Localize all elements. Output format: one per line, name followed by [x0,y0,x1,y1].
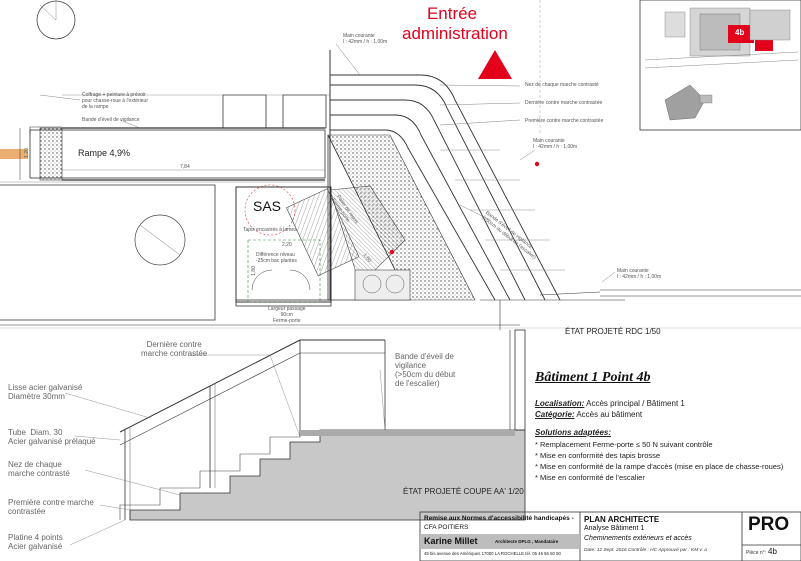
info-localisation: Localisation: Accès principal / Bâtiment… [535,398,801,409]
sas-label: SAS [253,198,282,214]
section-bande: Bande d'éveil de vigilance (>50cm du déb… [395,352,456,388]
etat-rdc-label: ÉTAT PROJETÉ RDC 1/50 [565,327,661,336]
piece-label: Pièce n°: [746,550,767,556]
minimap [644,7,799,121]
section-premiere: Première contre marche contrastée [8,498,94,516]
ann-main-courante-top: Main courante l : 42mm / h : 1,00m [343,33,388,45]
section-tube: Tube Diam. 30 Acier galvanisé prélaqué [8,428,96,446]
ann-coffrage: Coffrage + peinture à prévoir pour chass… [82,92,148,110]
localisation-label: Localisation: [535,399,585,408]
ann-bande-vigilance: Bande d'éveil de vigilance [82,117,140,123]
categorie-label: Catégorie: [535,410,575,419]
stair-handrails [330,74,561,301]
solution-item: * Mise en conformité des tapis brosse [535,451,661,460]
ann-main-courante-right: Main courante l : 42mm / h : 1,00m [617,268,662,280]
entry-line-1: Entrée [426,4,478,23]
ramp-label: Rampe 4,9% [78,148,131,158]
solution-item: * Remplacement Ferme-porte ≤ 50 N suivan… [535,440,713,449]
ann-premiere-marche: Première contre marche contrastée [525,118,604,124]
plan-date: Date: 12 Sept. 2016 Contrôle : HC Approu… [584,548,707,553]
info-categorie: Catégorie: Accès au bâtiment [535,409,801,420]
dim-180: 1,80 [250,266,257,276]
categorie-value: Accès au bâtiment [574,410,643,419]
ann-largeur: Largeur passage 90cm Ferme-porte [268,306,306,324]
piece-value: 4b [768,547,777,556]
entry-title: Entrée administration [402,4,508,44]
ann-derniere-marche: Dernière contre marche contrastée [525,100,603,106]
ann-main-courante-mid: Main courante l : 42mm / h : 1,00m [533,138,578,150]
architect-title: Architecte DPLG , Mandataire [495,539,559,544]
ann-tapis: Tapis encastrés à lames [243,227,297,233]
phase-pro: PRO [748,514,790,535]
entry-line-2: administration [402,24,508,43]
section-nez: Nez de chaque marche contrasté [8,460,70,478]
ramp [29,129,326,179]
ann-difference: Différence niveau -25cm bac plantes [256,252,297,264]
section-platine: Platine 4 points Acier galvanisé [8,533,63,551]
solution-item: * Mise en conformité de la rampe d'accès… [535,462,784,471]
ann-nez-marche: Nez de chaque marche contrasté [525,82,599,88]
plan-analyse: Analyse Bâtiment 1 [584,525,645,532]
section-derniere: Dernière contre marche contrastée [141,340,208,358]
project-line-2: CFA POITIERS [424,524,469,531]
info-title: Bâtiment 1 Point 4b [535,370,651,385]
info-panel: Bâtiment 1 Point 4b Localisation: Accès … [535,370,801,483]
dim-120: 1,20 [23,148,30,158]
etat-coupe-label: ÉTAT PROJETÉ COUPE AA' 1/20 [403,487,524,496]
localisation-value: Accès principal / Bâtiment 1 [584,399,685,408]
solution-item: * Mise en conformité de l'escalier [535,473,645,482]
section-lisse: Lisse acier galvanisé Diamètre 30mm [8,383,83,401]
plan-title: PLAN ARCHITECTE [584,515,660,524]
entrance-arrow-icon [478,50,512,79]
project-line-1: Remise aux Normes d'accessibilité handic… [424,515,574,522]
dim-784: 7,84 [180,164,190,170]
section-drawing [64,329,526,546]
dim-220: 2,20 [282,242,292,248]
solutions-label: Solutions adaptées: [535,428,612,437]
architect-name: Karine Millet [424,536,478,546]
plan-cheminements: Cheminements extérieurs et accès [584,535,692,542]
architect-address: 49 bis avenue des Amériques 17000 LA ROC… [424,551,561,556]
minimap-label: 4b [735,28,745,37]
